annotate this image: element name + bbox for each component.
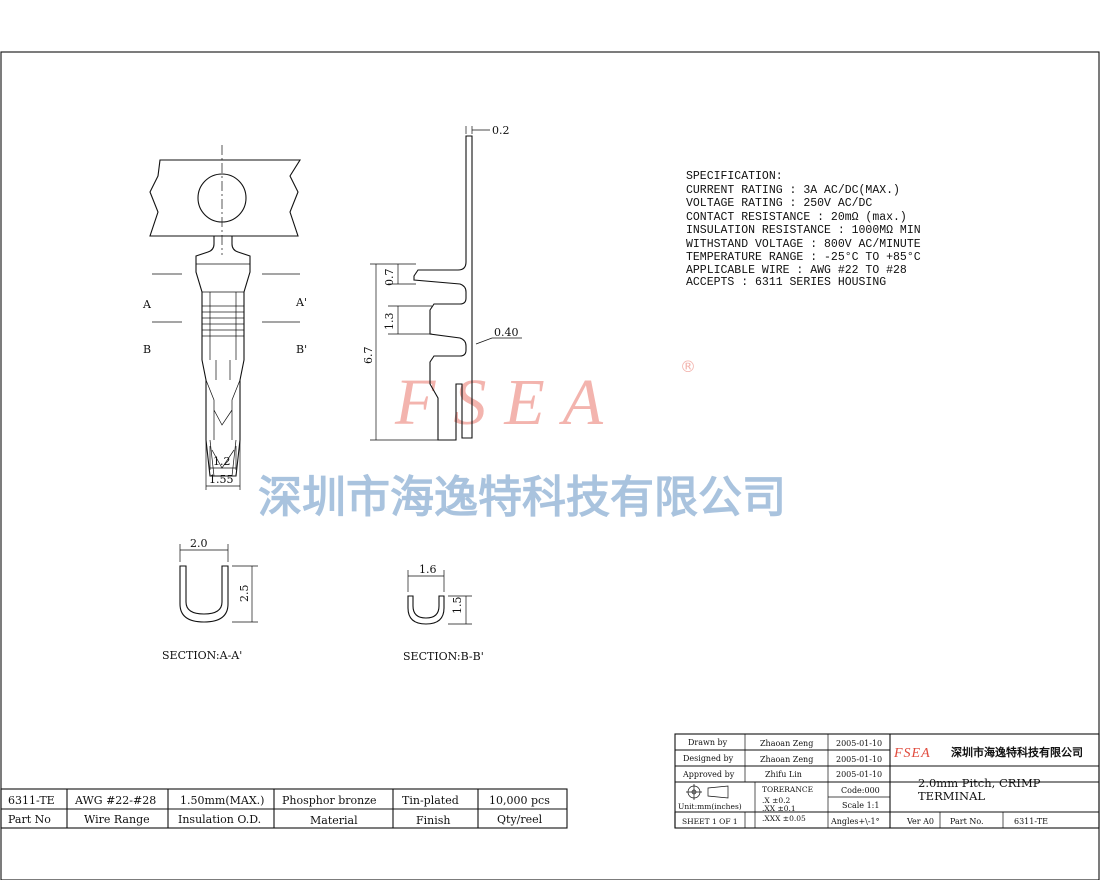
table-header: Material xyxy=(310,814,358,827)
table-cell: Tin-plated xyxy=(402,794,459,807)
table-cell: 6311-TE xyxy=(8,794,55,807)
section-a-width: 2.0 xyxy=(190,537,208,550)
spec-line: VOLTAGE RATING : 250V AC/DC xyxy=(686,197,872,210)
part-no-label: Part No. xyxy=(950,817,984,826)
dim-outer-width: 1.55 xyxy=(209,473,234,486)
designed-name: Zhaoan Zeng xyxy=(760,755,813,764)
dim-mid-height: 1.3 xyxy=(383,313,396,331)
side-view-profile xyxy=(413,135,473,441)
dim-inner-width: 1.2 xyxy=(213,455,231,468)
label-a: A xyxy=(142,298,152,311)
title-block: Drawn by Zhaoan Zeng 2005-01-10 Designed… xyxy=(674,733,1100,829)
label-b: B xyxy=(143,343,151,356)
tolerance-3: .XXX ±0.05 xyxy=(762,814,806,823)
tolerance-1: .X ±0.2 xyxy=(762,796,791,805)
approved-label: Approved by xyxy=(682,770,735,779)
approved-name: Zhifu Lin xyxy=(765,770,802,779)
label-a-prime: A' xyxy=(295,296,307,309)
angles-label: Angles+\-1° xyxy=(830,817,880,826)
spec-line: CONTACT RESISTANCE : 20mΩ (max.) xyxy=(686,211,907,224)
front-view-tab xyxy=(149,159,301,237)
drawn-date: 2005-01-10 xyxy=(836,739,882,748)
section-b-caption: SECTION:B-B' xyxy=(403,650,484,663)
watermark-company-name: 深圳市海逸特科技有限公司 xyxy=(258,472,786,523)
approved-date: 2005-01-10 xyxy=(836,770,882,779)
watermark-registered-mark: ® xyxy=(680,357,696,376)
table-cell: 1.50mm(MAX.) xyxy=(180,794,264,807)
spec-line: INSULATION RESISTANCE : 1000MΩ MIN xyxy=(686,224,921,237)
drawing-title-line-2: TERMINAL xyxy=(918,789,985,803)
projection-symbol-icon xyxy=(686,784,729,800)
table-cell: 10,000 pcs xyxy=(489,794,550,807)
tolerance-2: .XX ±0.1 xyxy=(762,804,796,813)
spec-line: TEMPERATURE RANGE : -25°C TO +85°C xyxy=(686,251,921,264)
section-b-profile xyxy=(407,595,445,625)
table-header: Finish xyxy=(416,814,450,827)
front-view: A A' B B' 1.2 1.55 xyxy=(142,145,307,490)
dim-gap: 0.40 xyxy=(494,326,519,339)
section-a-profile xyxy=(179,565,229,623)
table-header: Insulation O.D. xyxy=(178,813,261,826)
table-cell: AWG #22-#28 xyxy=(74,794,156,807)
side-view: 0.2 0.7 1.3 6.7 0.40 xyxy=(362,124,522,441)
drawing-title-line-1: 2.0mm Pitch, CRIMP xyxy=(918,776,1041,790)
section-a-caption: SECTION:A-A' xyxy=(162,649,242,662)
version-label: Ver A0 xyxy=(906,817,934,826)
units-label: Unit:mm(inches) xyxy=(678,802,742,811)
title-block-company: 深圳市海逸特科技有限公司 xyxy=(951,745,1083,759)
table-header: Qty/reel xyxy=(497,813,543,826)
code-label: Code:000 xyxy=(841,786,880,795)
sheet-border xyxy=(0,51,1100,880)
watermark-logo: FSEA xyxy=(394,366,621,439)
spec-line: CURRENT RATING : 3A AC/DC(MAX.) xyxy=(686,184,900,197)
part-no-value: 6311-TE xyxy=(1014,817,1048,826)
tolerance-label: TORERANCE xyxy=(762,785,813,794)
front-view-body xyxy=(195,236,251,477)
spec-line: APPLICABLE WIRE : AWG #22 TO #28 xyxy=(686,264,907,277)
dim-total-height: 6.7 xyxy=(362,347,375,365)
drawn-name: Zhaoan Zeng xyxy=(760,739,813,748)
table-cell: Phosphor bronze xyxy=(282,794,377,807)
label-b-prime: B' xyxy=(296,343,307,356)
watermark: FSEA ® 深圳市海逸特科技有限公司 xyxy=(258,357,786,523)
spec-line: WITHSTAND VOLTAGE : 800V AC/MINUTE xyxy=(686,238,921,251)
table-header: Part No xyxy=(8,813,51,826)
scale-label: Scale 1:1 xyxy=(842,801,879,810)
spec-line: ACCEPTS : 6311 SERIES HOUSING xyxy=(686,276,886,289)
specification-block: SPECIFICATION: CURRENT RATING : 3A AC/DC… xyxy=(686,170,921,289)
designed-date: 2005-01-10 xyxy=(836,755,882,764)
designed-label: Designed by xyxy=(683,754,734,763)
sheet-label: SHEET 1 OF 1 xyxy=(682,817,738,826)
title-block-logo: FSEA xyxy=(893,746,931,761)
spec-heading: SPECIFICATION: xyxy=(686,170,783,183)
section-a-height: 2.5 xyxy=(238,585,251,603)
dim-top-height: 0.7 xyxy=(383,269,396,287)
drawn-label: Drawn by xyxy=(688,738,728,747)
section-b-height: 1.5 xyxy=(451,597,464,615)
section-a: 2.0 2.5 SECTION:A-A' xyxy=(162,537,258,662)
parts-table: 6311-TE AWG #22-#28 1.50mm(MAX.) Phospho… xyxy=(0,788,568,829)
table-header: Wire Range xyxy=(84,813,150,826)
dim-thickness: 0.2 xyxy=(492,124,510,137)
section-b: 1.6 1.5 SECTION:B-B' xyxy=(403,563,484,663)
section-b-width: 1.6 xyxy=(419,563,437,576)
